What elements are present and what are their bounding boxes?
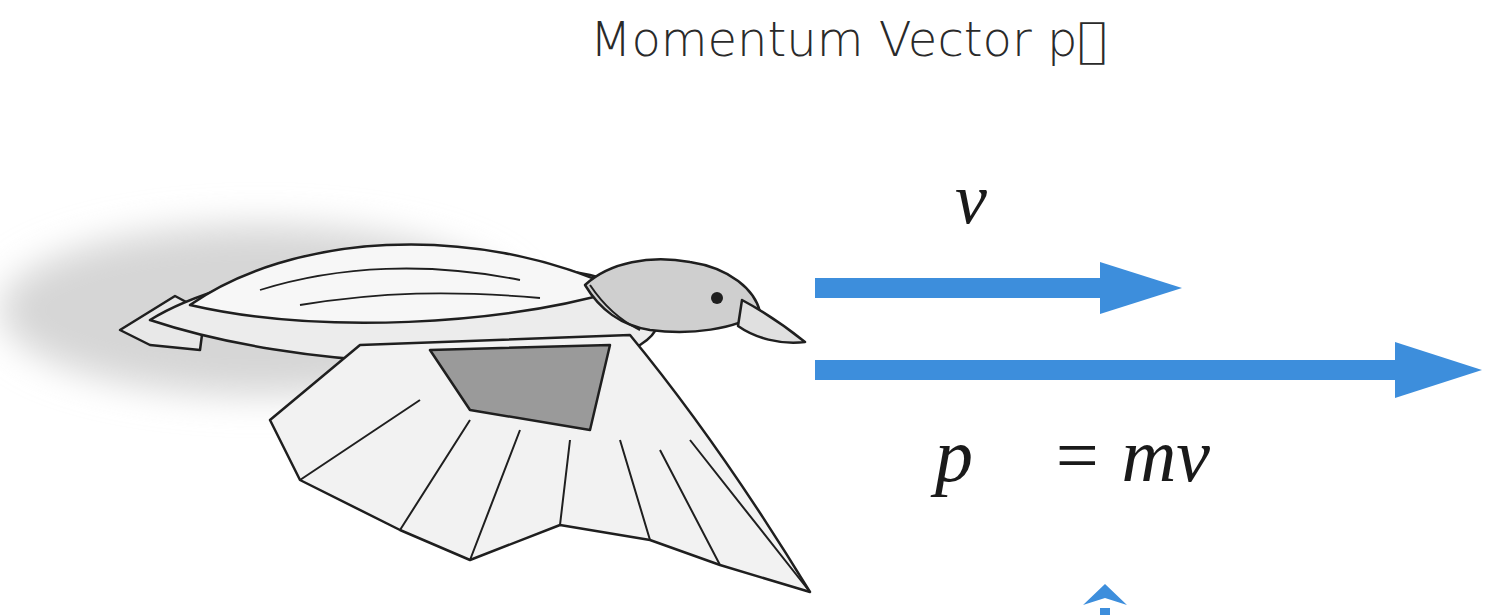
momentum-arrow (815, 342, 1482, 398)
velocity-arrow (815, 262, 1182, 314)
velocity-label: v⃗ (955, 158, 1043, 241)
pointer-arrow (1083, 584, 1127, 615)
duck (120, 244, 810, 592)
handwritten-title: Momentum Vector p⃗ (590, 12, 1106, 67)
formula-label: p⃗ = mv⃗ (935, 412, 1269, 499)
